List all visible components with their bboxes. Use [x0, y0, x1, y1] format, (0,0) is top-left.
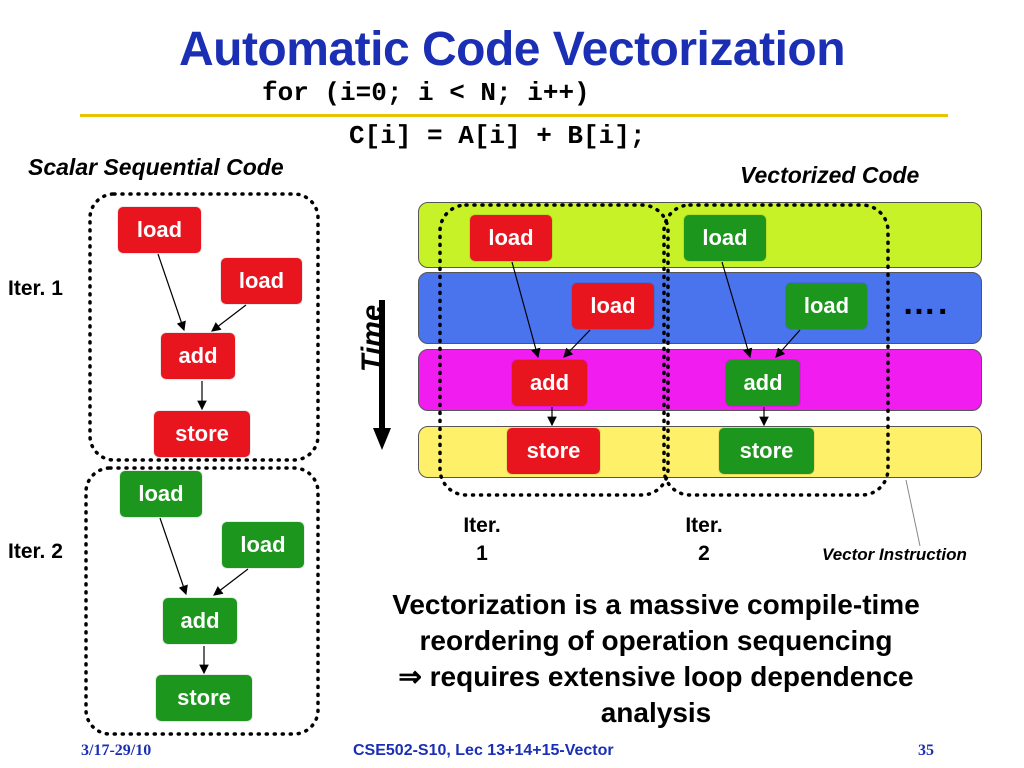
vector-iter1-label: Iter. 1 — [452, 514, 512, 566]
scalar-iter2-add: add — [163, 598, 237, 644]
vector-iter2-load-b: load — [786, 283, 867, 329]
scalar-iter1-load-a: load — [118, 207, 201, 253]
scalar-code-label: Scalar Sequential Code — [28, 154, 284, 180]
vector-iter2-load-a: load — [684, 215, 766, 261]
arrow-v1-load-a-to-add — [511, 261, 541, 359]
vector-iter1-outline — [438, 203, 670, 497]
title-divider — [80, 114, 948, 117]
scalar-iter1-store: store — [154, 411, 250, 457]
vector-iter2-add: add — [726, 360, 800, 406]
vector-iter1-label-text: Iter. — [463, 514, 501, 537]
footer-date: 3/17-29/10 — [81, 742, 152, 759]
scalar-iter2-load-b: load — [222, 522, 304, 568]
vector-iter2-label-text: Iter. — [685, 514, 723, 537]
scalar-iter2-store: store — [156, 675, 252, 721]
slide-title: Automatic Code Vectorization — [178, 23, 846, 76]
vector-iter1-load-a: load — [470, 215, 552, 261]
arrow-s1-load-a-to-add — [157, 253, 186, 332]
time-axis-label: Time — [356, 304, 389, 373]
time-arrow-head — [373, 428, 391, 450]
conclusion-line-3: ⇒ requires extensive loop dependence — [398, 661, 914, 692]
code-line-body: C[i] = A[i] + B[i]; — [349, 121, 646, 151]
vector-instruction-label: Vector Instruction — [822, 545, 967, 564]
conclusion-line-2: reordering of operation sequencing — [419, 625, 893, 656]
vector-iter2-outline — [662, 203, 890, 497]
vector-iter2-store: store — [719, 428, 814, 474]
vector-iter1-label-number: 1 — [476, 542, 488, 565]
vector-instruction-pointer — [905, 479, 921, 547]
conclusion-line-1: Vectorization is a massive compile-time — [392, 589, 920, 620]
vector-iter1-load-b: load — [572, 283, 654, 329]
continuation-dots: …. — [902, 284, 950, 322]
scalar-iter2-outline — [84, 466, 320, 736]
footer-course: CSE502-S10, Lec 13+14+15-Vector — [353, 742, 614, 759]
conclusion-line-4: analysis — [600, 697, 712, 728]
arrow-v1-load-b-to-add — [563, 329, 591, 358]
conclusion-text: Vectorization is a massive compile-time … — [326, 587, 986, 731]
scalar-iter1-label: Iter. 1 — [8, 277, 63, 300]
vector-iter1-store: store — [507, 428, 600, 474]
vectorized-code-label: Vectorized Code — [740, 162, 920, 188]
vector-iter1-add: add — [512, 360, 587, 406]
scalar-iter1-add: add — [161, 333, 235, 379]
arrow-s2-load-b-to-add — [213, 568, 249, 596]
code-line-for: for (i=0; i < N; i++) — [262, 78, 590, 108]
vector-iter2-label: Iter. 2 — [674, 514, 734, 566]
scalar-iter1-outline — [88, 192, 320, 462]
scalar-iter1-load-b: load — [221, 258, 302, 304]
scalar-iter2-load-a: load — [120, 471, 202, 517]
footer-page-number: 35 — [918, 742, 934, 759]
scalar-iter2-label: Iter. 2 — [8, 540, 63, 563]
arrow-s1-load-b-to-add — [211, 304, 247, 332]
arrow-v2-load-a-to-add — [721, 261, 753, 359]
vector-iter2-label-number: 2 — [698, 542, 710, 565]
arrow-v2-load-b-to-add — [775, 329, 801, 358]
arrow-s2-load-a-to-add — [159, 517, 188, 596]
